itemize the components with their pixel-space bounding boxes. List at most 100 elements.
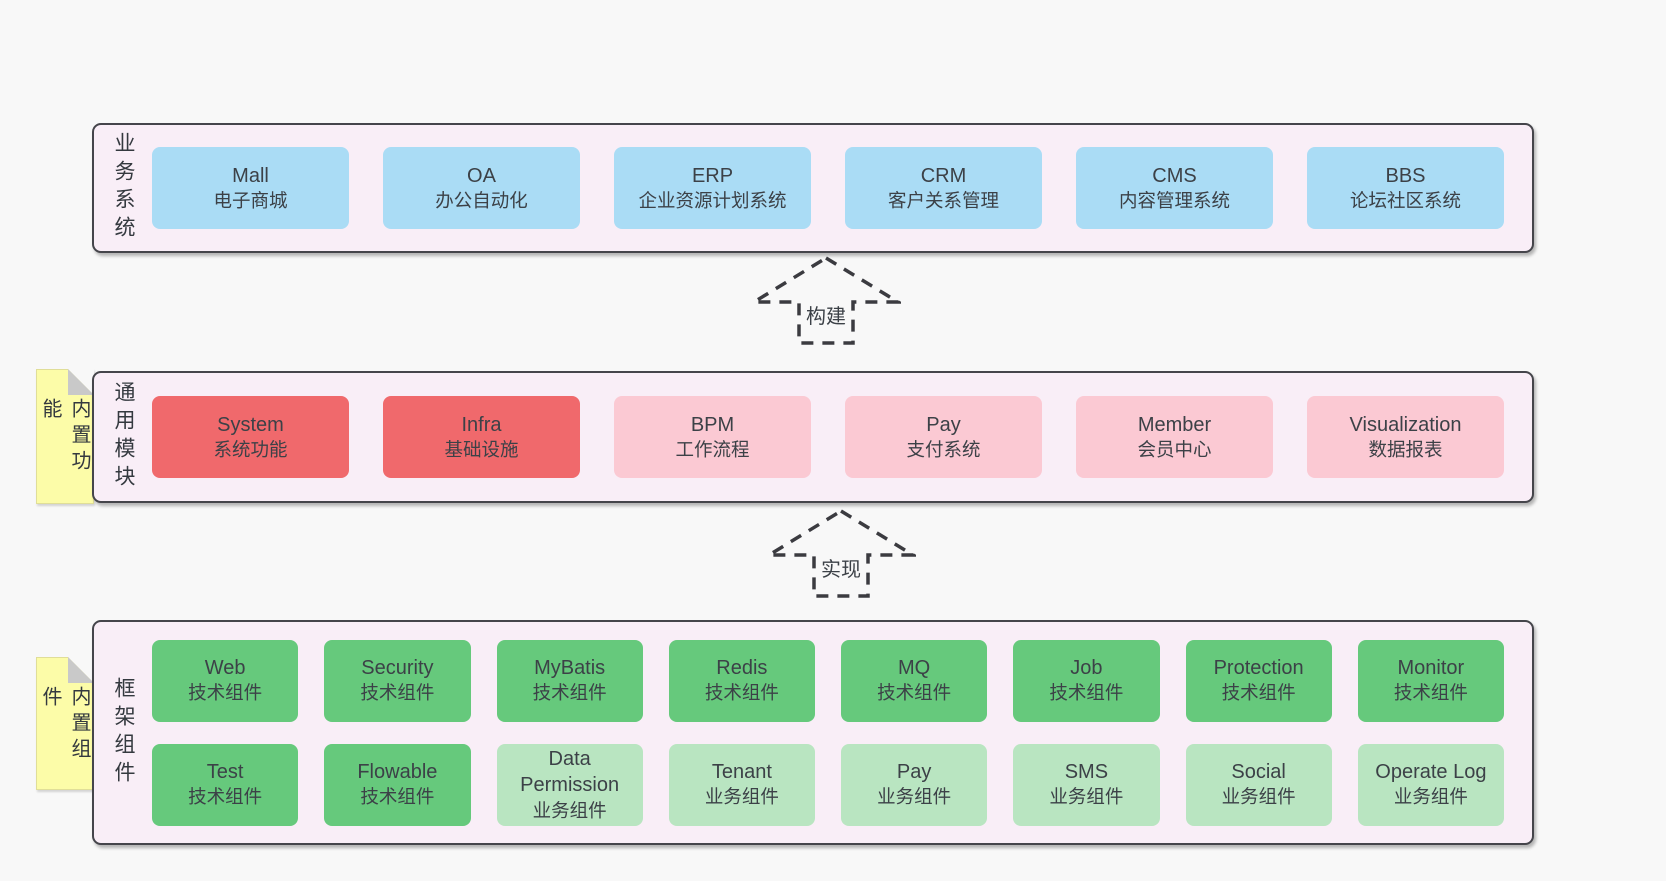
folded-corner-icon (68, 369, 94, 395)
layer-title-text: 框架组件 (112, 676, 135, 789)
box-title: Social (1231, 761, 1286, 784)
box-subtitle: 业务组件 (1221, 786, 1296, 808)
box-subtitle: 工作流程 (675, 438, 750, 460)
box-title: ERP (691, 164, 734, 187)
box-title: SMS (1064, 761, 1109, 784)
box-title: Infra (461, 413, 502, 436)
box-subtitle: 业务组件 (704, 786, 779, 808)
box-title: CMS (1152, 164, 1197, 187)
box-title: Redis (716, 657, 768, 680)
sticky-note-label: 内置功能 (39, 398, 90, 476)
box-subtitle: 技术组件 (1393, 682, 1468, 704)
box-subtitle: 技术组件 (704, 682, 779, 704)
build-arrow-label: 构建 (801, 299, 851, 330)
box-title: BBS (1385, 164, 1426, 187)
box-subtitle: 业务组件 (532, 799, 607, 821)
box-subtitle: 技术组件 (1221, 682, 1296, 704)
sticky-note-text: 内置功能 (37, 398, 93, 499)
sticky-note-text: 内置组件 (37, 686, 93, 785)
box-title: MQ (898, 657, 931, 680)
box-title: MyBatis (534, 657, 606, 680)
box-subtitle: 技术组件 (877, 682, 952, 704)
box-title: CRM (920, 164, 967, 187)
box-subtitle: 技术组件 (188, 786, 263, 808)
box-subtitle: 内容管理系统 (1118, 189, 1230, 211)
layer-title: 业务系统 (94, 125, 152, 251)
box-subtitle: 支付系统 (906, 438, 981, 460)
box-title: Test (206, 761, 244, 784)
box-title: Operate Log (1375, 761, 1487, 784)
box-subtitle: 企业资源计划系统 (638, 189, 787, 211)
box-subtitle: 客户关系管理 (887, 189, 999, 211)
sticky-note-label: 内置组件 (39, 686, 90, 764)
layer-title: 框架组件 (94, 622, 152, 843)
box-title: Flowable (357, 761, 438, 784)
folded-corner-icon (68, 657, 94, 683)
box-title: System (217, 413, 284, 436)
box-title: BPM (690, 413, 735, 436)
box-subtitle: 基础设施 (444, 438, 519, 460)
box-subtitle: 会员中心 (1137, 438, 1212, 460)
box-title: Job (1070, 657, 1103, 680)
up-arrow-icon (766, 508, 916, 598)
sticky-note-built-in-functions: 内置功能 (36, 369, 94, 504)
box-title: Pay (896, 761, 932, 784)
box-title: Pay (926, 413, 961, 436)
box-subtitle: 技术组件 (360, 786, 435, 808)
box-title: Mall (232, 164, 269, 187)
box-subtitle: 系统功能 (213, 438, 288, 460)
build-arrow: 构建 (751, 255, 901, 347)
box-subtitle: 业务组件 (1393, 786, 1468, 808)
implement-arrow-label: 实现 (816, 552, 866, 583)
box-title: Web (204, 657, 246, 680)
box-subtitle: 办公自动化 (435, 189, 528, 211)
box-title: Monitor (1397, 657, 1465, 680)
layer-title-text: 业务系统 (112, 132, 135, 244)
implement-arrow: 实现 (766, 508, 916, 600)
box-subtitle: 电子商城 (213, 189, 288, 211)
box-subtitle: 论坛社区系统 (1349, 189, 1461, 211)
box-title: Visualization (1349, 413, 1462, 436)
box-title: Data Permission (520, 747, 620, 797)
box-subtitle: 技术组件 (1049, 682, 1124, 704)
box-title: Member (1137, 413, 1212, 436)
box-title: Security (361, 657, 434, 680)
box-subtitle: 业务组件 (877, 786, 952, 808)
box-subtitle: 技术组件 (360, 682, 435, 704)
box-title: Tenant (711, 761, 772, 784)
layer-title: 通用模块 (94, 373, 152, 501)
